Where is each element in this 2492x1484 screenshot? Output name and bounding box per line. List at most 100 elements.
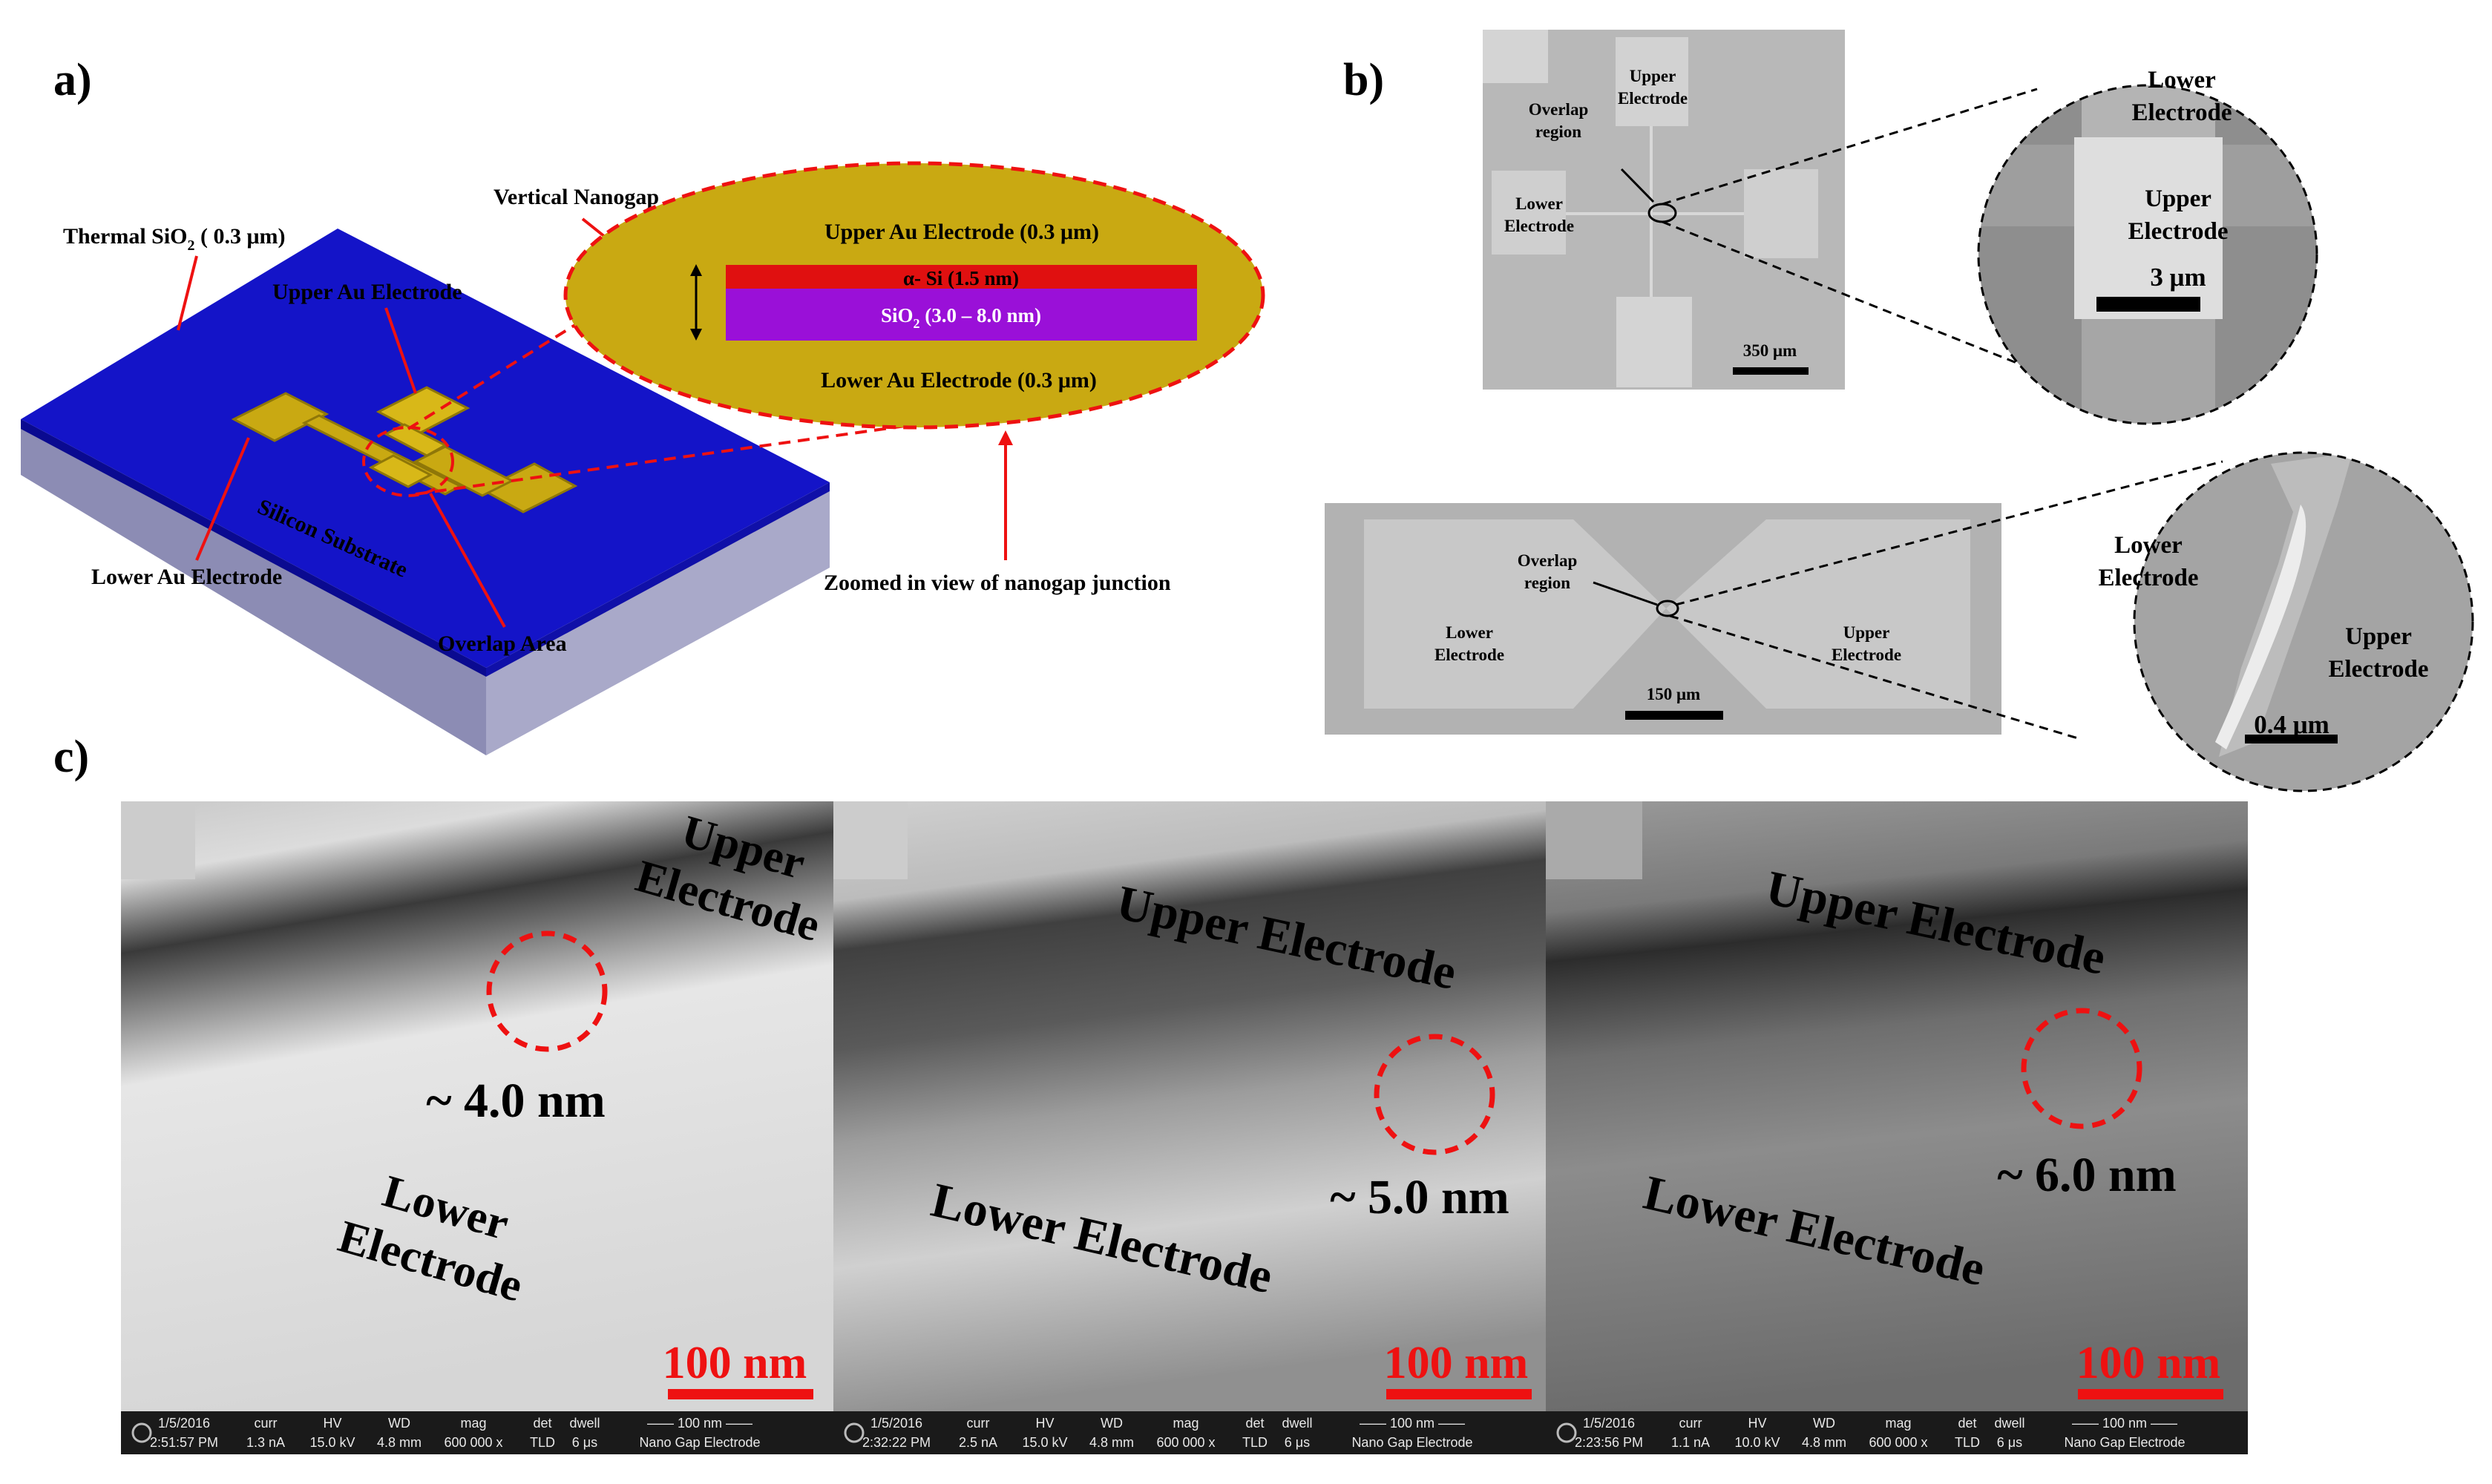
b-top-zoom-outline (1977, 84, 2318, 425)
info-value-mag: 600 000 x (1156, 1435, 1215, 1450)
info-value-hv: 10.0 kV (1734, 1435, 1780, 1450)
info-time: 2:32:22 PM (862, 1435, 931, 1450)
b-top-zoom-guide-1 (1662, 88, 2038, 206)
gap-arrow-head-down (690, 329, 702, 341)
sem-top-overview (1483, 30, 1845, 390)
info-value-curr: 1.1 nA (1671, 1435, 1710, 1450)
info-header-det: det (533, 1416, 551, 1431)
info-header-hv: HV (1748, 1416, 1766, 1431)
panel-c: c) UpperElectrode ~ 4.0 nm LowerElectrod… (53, 732, 2248, 1454)
img1-scale: 100 nm (663, 1338, 807, 1388)
info-header-dwell: dwell (569, 1416, 600, 1431)
upper-electrode-leader (384, 307, 417, 394)
tem-image-1: UpperElectrode ~ 4.0 nm LowerElectrode 1… (121, 801, 833, 1411)
b-bottom-zoom-scale: 0.4 μm (2254, 710, 2329, 739)
stack-upper-label: Upper Au Electrode (0.3 μm) (824, 220, 1099, 244)
substrate-front (21, 419, 486, 755)
info-header-wd: WD (388, 1416, 410, 1431)
img2-scale: 100 nm (1384, 1338, 1529, 1388)
info-header-curr: curr (255, 1416, 278, 1431)
info-value-wd: 4.8 mm (1802, 1435, 1846, 1450)
info-value-dwell: 6 μs (1285, 1435, 1310, 1450)
info-value-wd: 4.8 mm (377, 1435, 422, 1450)
info-value-hv: 15.0 kV (309, 1435, 355, 1450)
instrument-logo-icon (1556, 1422, 1577, 1443)
sio2-layer (726, 289, 1197, 341)
info-value-det: TLD (1955, 1435, 1980, 1450)
img3-gap: ~ 6.0 nm (1997, 1148, 2177, 1202)
substrate-side (486, 482, 830, 755)
b-top-zoom-guide-2 (1662, 220, 2038, 372)
info-value-curr: 1.3 nA (246, 1435, 285, 1450)
b-bottom-zoom-outline (2133, 451, 2474, 792)
upper-au-electrode-shape (368, 386, 470, 488)
b-bottom-zoom-circle (2134, 453, 2473, 791)
info-date: 1/5/2016 (1583, 1416, 1635, 1431)
panel-a-label: a) (53, 55, 92, 105)
oxide-edge (21, 419, 486, 677)
info-value-det: TLD (1242, 1435, 1268, 1450)
upper-electrode-label: Upper Au Electrode (272, 280, 462, 304)
tem-image-3: Upper Electrode ~ 6.0 nm Lower Electrode… (1546, 801, 2248, 1411)
instrument-logo-icon (844, 1422, 865, 1443)
info-header-curr: curr (1679, 1416, 1702, 1431)
b-top-zoom-circle (1978, 85, 2317, 424)
info-value-hv: 15.0 kV (1022, 1435, 1067, 1450)
info-header-hv: HV (323, 1416, 341, 1431)
info-time: 2:51:57 PM (150, 1435, 218, 1450)
vertical-nanogap-label: Vertical Nanogap (494, 185, 659, 209)
info-scalebar: —— 100 nm —— (647, 1416, 752, 1431)
info-header-mag: mag (1885, 1416, 1911, 1431)
thermal-oxide-leader (177, 255, 198, 331)
lower-electrode-leader (195, 437, 250, 561)
info-name: Nano Gap Electrode (639, 1435, 760, 1450)
img1-gap: ~ 4.0 nm (426, 1074, 606, 1128)
info-header-det: det (1245, 1416, 1264, 1431)
img2-gap: ~ 5.0 nm (1330, 1170, 1509, 1224)
info-value-wd: 4.8 mm (1089, 1435, 1134, 1450)
zoom-caption: Zoomed in view of nanogap junction (824, 571, 1171, 595)
instrument-logo-icon (131, 1422, 152, 1443)
zoom-caption-arrowhead (998, 430, 1013, 445)
info-value-det: TLD (530, 1435, 555, 1450)
info-header-wd: WD (1101, 1416, 1123, 1431)
info-header-wd: WD (1813, 1416, 1835, 1431)
overlap-highlight (362, 426, 454, 497)
gap-arrow-head-up (690, 264, 702, 276)
stack-sio2-label: SiO2 (3.0 – 8.0 nm) (881, 304, 1041, 331)
info-header-det: det (1958, 1416, 1976, 1431)
info-header-curr: curr (967, 1416, 990, 1431)
thermal-oxide-label: Thermal SiO2 ( 0.3 μm) (63, 224, 286, 254)
b-bottom-zoom-guide-2 (1669, 614, 2079, 740)
overlap-leader (429, 493, 506, 628)
overlap-area-label: Overlap Area (438, 631, 567, 656)
info-bars: 1/5/2016 2:51:57 PM curr 1.3 nA HV 15.0 kV WD 4… (131, 1416, 2186, 1450)
info-bar-background (121, 1411, 2248, 1454)
b-top-zoom-scale: 3 μm (2150, 263, 2206, 292)
info-date: 1/5/2016 (870, 1416, 922, 1431)
panel-a: a) Thermal SiO2 ( 0.3 μm) Upper Au Elect… (21, 55, 1265, 755)
b-bottom-zoom-guide-1 (1675, 460, 2223, 606)
info-header-mag: mag (1173, 1416, 1199, 1431)
b-top-scale: 350 μm (1743, 341, 1797, 360)
tem-image-2: Upper Electrode ~ 5.0 nm Lower Electrode… (833, 801, 1546, 1411)
info-time: 2:23:56 PM (1575, 1435, 1643, 1450)
asi-layer (726, 265, 1197, 289)
sem-bottom-overview (1325, 503, 2001, 735)
info-value-dwell: 6 μs (1997, 1435, 2022, 1450)
info-header-dwell: dwell (1994, 1416, 2024, 1431)
info-header-mag: mag (460, 1416, 486, 1431)
stack-asi-label: α- Si (1.5 nm) (903, 267, 1019, 289)
b-bottom-scale: 150 μm (1647, 685, 1700, 703)
